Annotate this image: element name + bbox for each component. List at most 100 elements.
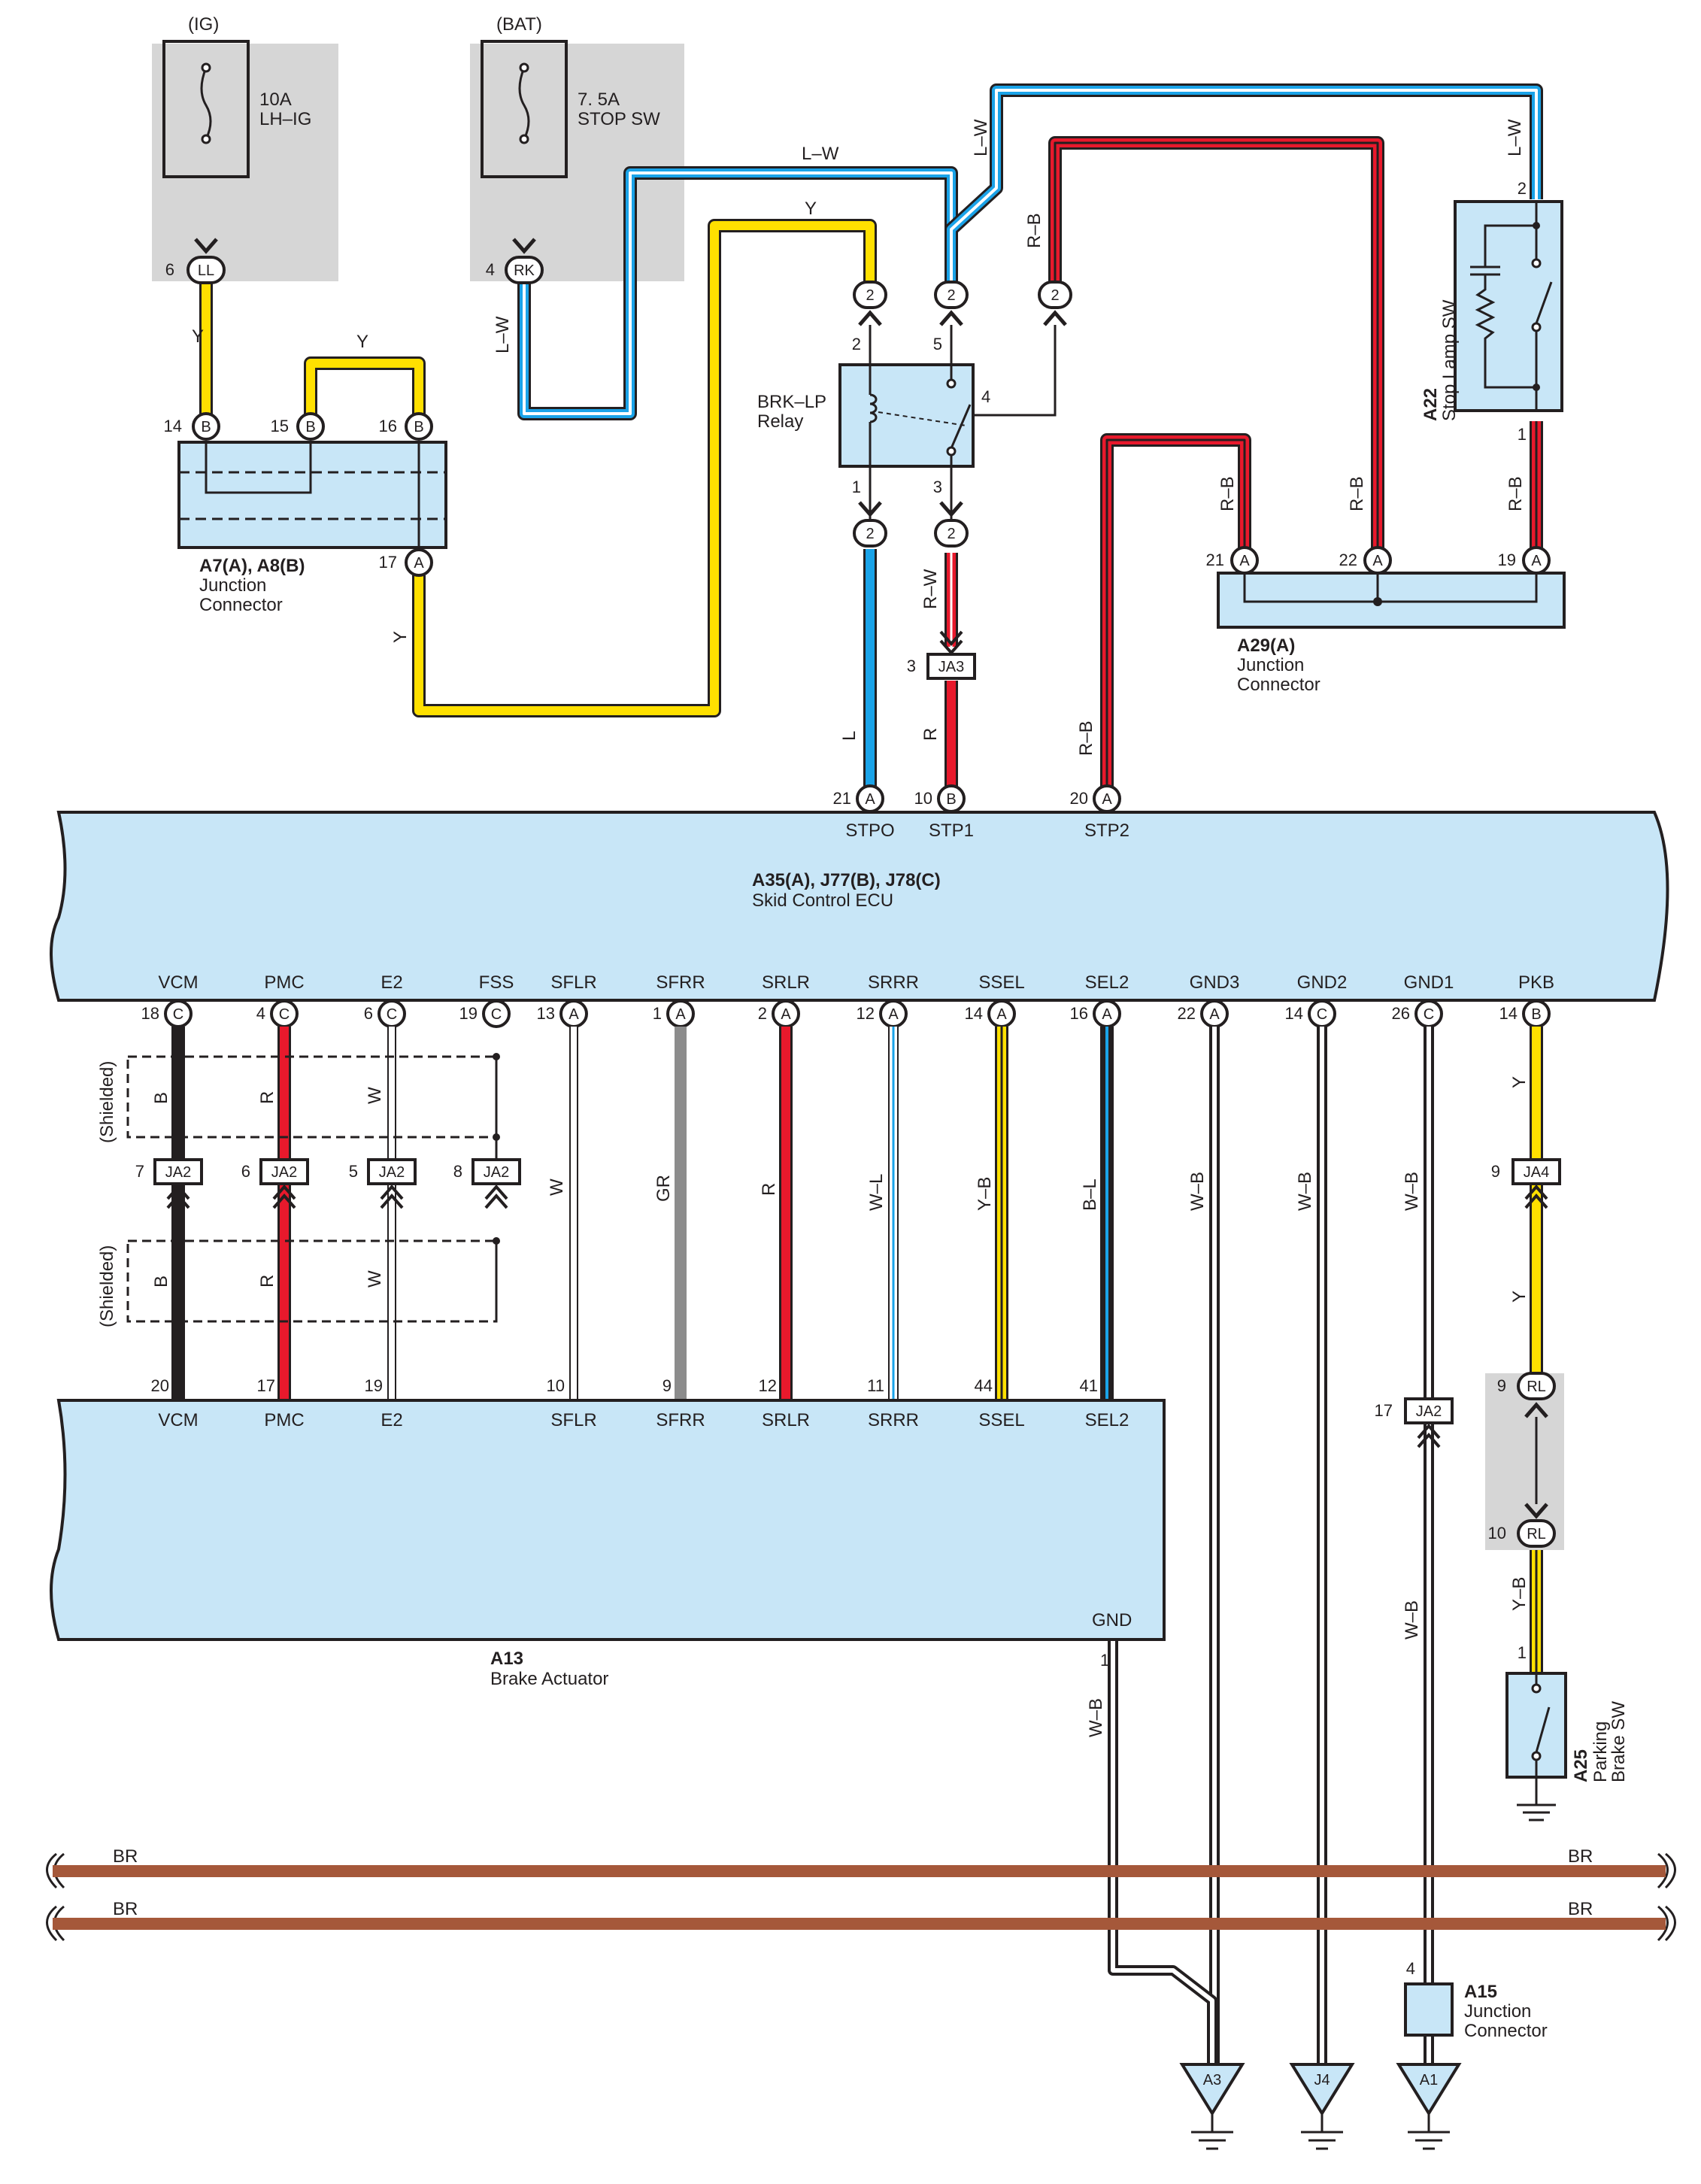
connector-ll: LL 6 [165,238,226,284]
fuse-bat-supply: (BAT) [496,14,542,35]
ecu-bottom-pin-pmc-num: 4 [256,1004,265,1023]
ecu-bottom-pin-ssel: A14 [965,999,1016,1028]
ground-label: A1 [1420,2072,1438,2088]
ecu-name: Skid Control ECU [752,890,893,911]
br-label-right1: BR [1568,1846,1593,1867]
ecu-bottom-label-sfrr: SFRR [656,972,705,993]
ecu-bottom-pin-gnd1-num: 26 [1392,1004,1410,1023]
actuator-pin-label-sel2: SEL2 [1085,1410,1129,1430]
junction-connector-a15: 4 A15 Junction Connector [1404,1959,1548,2041]
ecu-top-pin-stp1-letter: B [946,791,956,808]
actuator-name: Brake Actuator [490,1669,608,1689]
svg-text:Y: Y [1509,1291,1530,1303]
fuse-ig-supply: (IG) [188,14,219,35]
svg-text:RL: RL [1527,1526,1546,1542]
ecu-bottom-pin-sel2-letter: A [1102,1006,1112,1023]
ecu-bottom-pin-gnd2-num: 14 [1285,1004,1303,1023]
a22-code: A22 [1421,388,1441,421]
lw-wires [517,83,1543,420]
ecu-bottom-pin-fss: C19 [459,999,511,1028]
ecu-top-pin-stp1-label: STP1 [929,821,974,841]
a15-name1: Junction [1464,2001,1531,2022]
ecu-bottom-pin-sfrr-num: 1 [653,1004,662,1023]
svg-text:B: B [414,419,423,435]
a29-name1: Junction [1237,655,1304,675]
svg-text:A: A [1531,553,1542,569]
fuse-bat-name: STOP SW [578,109,660,129]
actuator-pin-label-sfrr: SFRR [656,1410,705,1430]
svg-text:9: 9 [1497,1376,1506,1395]
connector-rl: RL 9 RL 10 [1485,1372,1564,1550]
actuator-pin-num-pmc: 17 [257,1376,275,1395]
ecu-bottom-label-fss: FSS [479,972,514,993]
wire-label-a7-out: Y [390,631,411,643]
ecu-bottom-pin-gnd1: C26 [1392,999,1443,1028]
a29-pin-22: A 22 [1339,546,1392,575]
ecu-bottom-pin-sel2: A 16 [1070,999,1121,1028]
wire-actuator-gnd [1108,1640,1217,2064]
svg-text:4: 4 [486,260,495,279]
svg-text:W–B: W–B [1402,1600,1422,1640]
wire-label-a29-rb1: R–B [1217,476,1238,511]
svg-text:W: W [547,1178,567,1196]
fuse-ig: (IG) 10A LH–IG [152,14,338,281]
a7-pin-16: B 16 [379,412,433,441]
ecu-bottom-pin-sel2-num: 16 [1070,1004,1088,1023]
shielded-label-lower: (Shielded) [97,1245,117,1327]
ecu-top-pin-stpo-letter: A [865,791,875,808]
a29-name2: Connector [1237,675,1320,695]
stop-lamp-switch-a22: 2 1 A22 Stop Lamp SW [1421,179,1563,444]
wire-label-a22-rb: R–B [1505,476,1526,511]
fuse-ig-name: LH–IG [259,109,311,129]
ecu-bottom-pin-e2-letter: C [387,1006,397,1023]
ecu-bottom-pin-gnd2-letter: C [1317,1006,1327,1023]
ecu-bottom-pin-srlr: A2 [758,999,800,1028]
relay-name: BRK–LP [757,392,826,412]
svg-text:14: 14 [164,417,182,435]
svg-text:9: 9 [1491,1162,1500,1181]
wire-label-stp2-rb: R–B [1076,720,1096,756]
svg-text:W–B: W–B [1295,1172,1315,1211]
actuator-gnd-pin: 1 [1100,1651,1109,1670]
svg-text:B: B [305,419,315,435]
a7-pin-15: B 15 [271,412,325,441]
svg-text:B: B [201,419,211,435]
ecu-bottom-pin-sflr: A13 [537,999,588,1028]
junction-connector-a7: B 14 B 15 B 16 A 17 A7(A), A8(B) Junctio… [164,412,447,615]
actuator-pin-num-srlr: 12 [759,1376,777,1395]
ecu-bottom-pin-pmc: C4 [256,999,299,1028]
svg-text:22: 22 [1339,551,1357,569]
svg-text:B: B [151,1092,171,1104]
svg-text:B–L: B–L [1080,1178,1100,1211]
ja2-name: JA2 [165,1164,191,1181]
ecu-bottom-label-ssel: SSEL [978,972,1024,993]
ecu-bottom-label-e2: E2 [381,972,402,993]
svg-text:W–B: W–B [1187,1172,1208,1211]
connector-2-rb: 2 [1038,281,1072,326]
actuator-gnd-label: GND [1092,1610,1132,1630]
svg-text:6: 6 [165,260,174,279]
shielded-box-upper: (Shielded) [97,1053,500,1158]
svg-text:15: 15 [271,417,289,435]
connector-ja2-gnd: JA2 17 [1375,1397,1454,1448]
ecu-top-pin-stpo-label: STPO [845,821,894,841]
ecu-bottom-pin-e2-num: 6 [364,1004,373,1023]
a22-pin-2: 2 [1518,179,1527,198]
br-label-left2: BR [113,1899,138,1919]
relay-pin-2: 2 [852,335,861,353]
ecu-bottom-pin-pkb-letter: B [1531,1006,1541,1023]
svg-text:2: 2 [866,287,874,304]
svg-text:2: 2 [947,287,955,304]
svg-text:Y–B: Y–B [975,1177,995,1211]
relay-pin-1: 1 [852,478,861,496]
actuator-pin-num-vcm: 20 [151,1376,169,1395]
actuator-pin-label-srrr: SRRR [868,1410,919,1430]
ecu-bottom-pin-srrr: A12 [857,999,908,1028]
a25-name2: Brake SW [1609,1701,1629,1782]
ecu-bottom-pin-gnd3-num: 22 [1178,1004,1196,1023]
ecu-code: A35(A), J77(B), J78(C) [752,870,941,890]
actuator-pin-num-sflr: 10 [547,1376,565,1395]
